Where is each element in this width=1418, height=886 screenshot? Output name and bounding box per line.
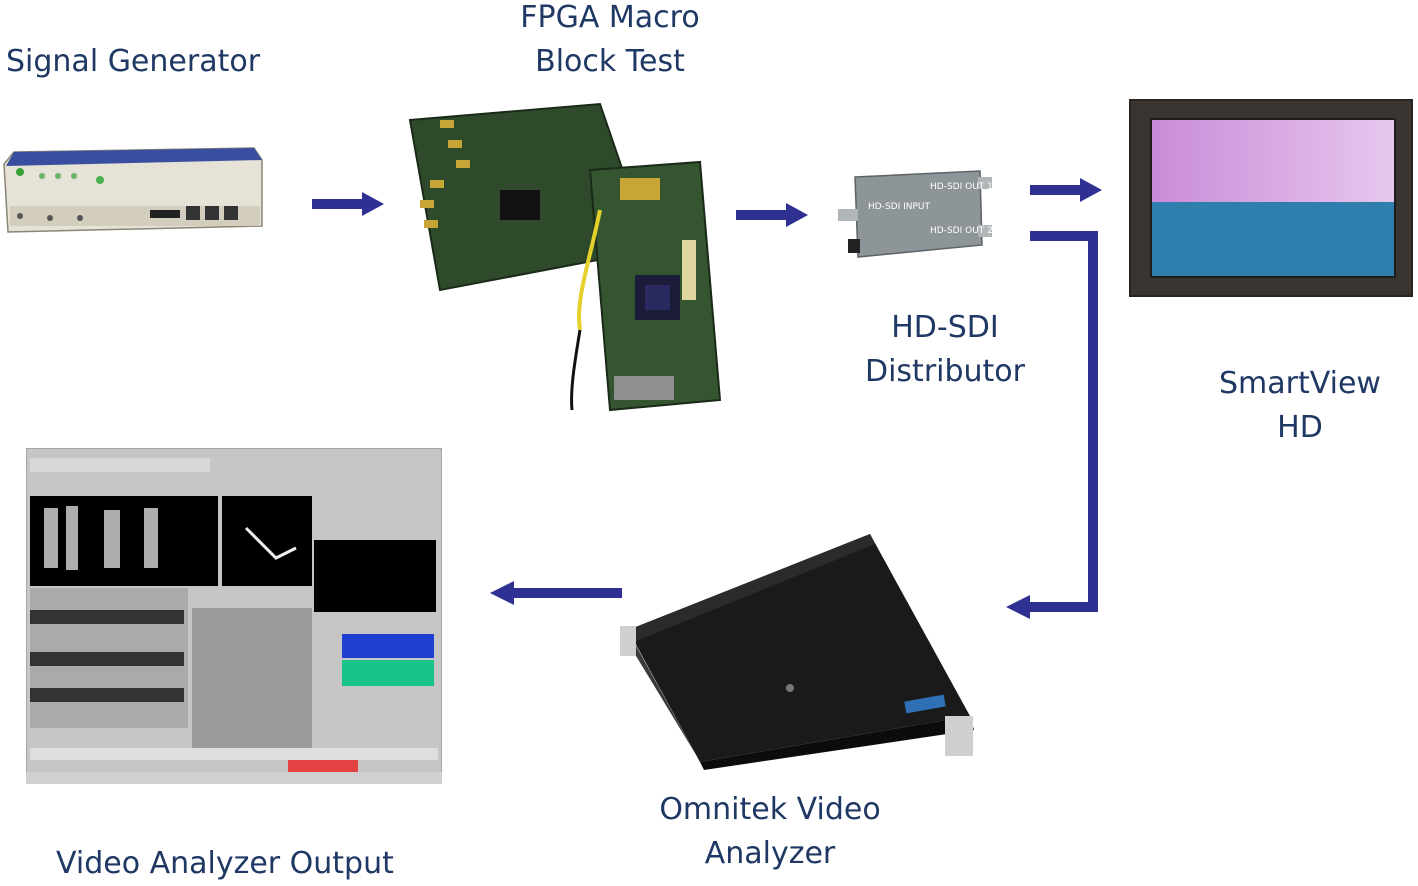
signal-generator-device xyxy=(3,147,263,233)
arrow-distributor-to-smartview xyxy=(1030,185,1082,195)
smartview-hd-label: SmartView HD xyxy=(1219,366,1381,445)
smartview-hd-monitor xyxy=(1129,99,1413,297)
signal-generator-label: Signal Generator xyxy=(6,44,261,79)
omnitek-video-analyzer-label: Omnitek Video Analyzer xyxy=(659,792,881,871)
video-analyzer-output-screenshot xyxy=(26,448,442,784)
distributor-out2-text: HD-SDI OUT 2 xyxy=(930,226,993,236)
distributor-out1-text: HD-SDI OUT 1 xyxy=(930,182,993,192)
distributor-input-text: HD-SDI INPUT xyxy=(868,202,931,212)
video-analyzer-output-label: Video Analyzer Output xyxy=(56,846,394,881)
fpga-board-device xyxy=(408,102,722,412)
arrow-distributor-to-omnitek xyxy=(1030,231,1098,241)
hd-sdi-distributor-label: HD-SDI Distributor xyxy=(864,310,1025,389)
hd-sdi-distributor-device: HD-SDI INPUT HD-SDI OUT 1 HD-SDI OUT 2 xyxy=(838,170,993,258)
omnitek-video-analyzer-device xyxy=(620,534,974,770)
arrow-gen-to-fpga xyxy=(312,199,364,209)
arrow-omnitek-to-output xyxy=(512,588,622,598)
arrow-fpga-to-distributor xyxy=(736,210,788,220)
fpga-macro-block-test-label: FPGA Macro Block Test xyxy=(520,0,700,79)
